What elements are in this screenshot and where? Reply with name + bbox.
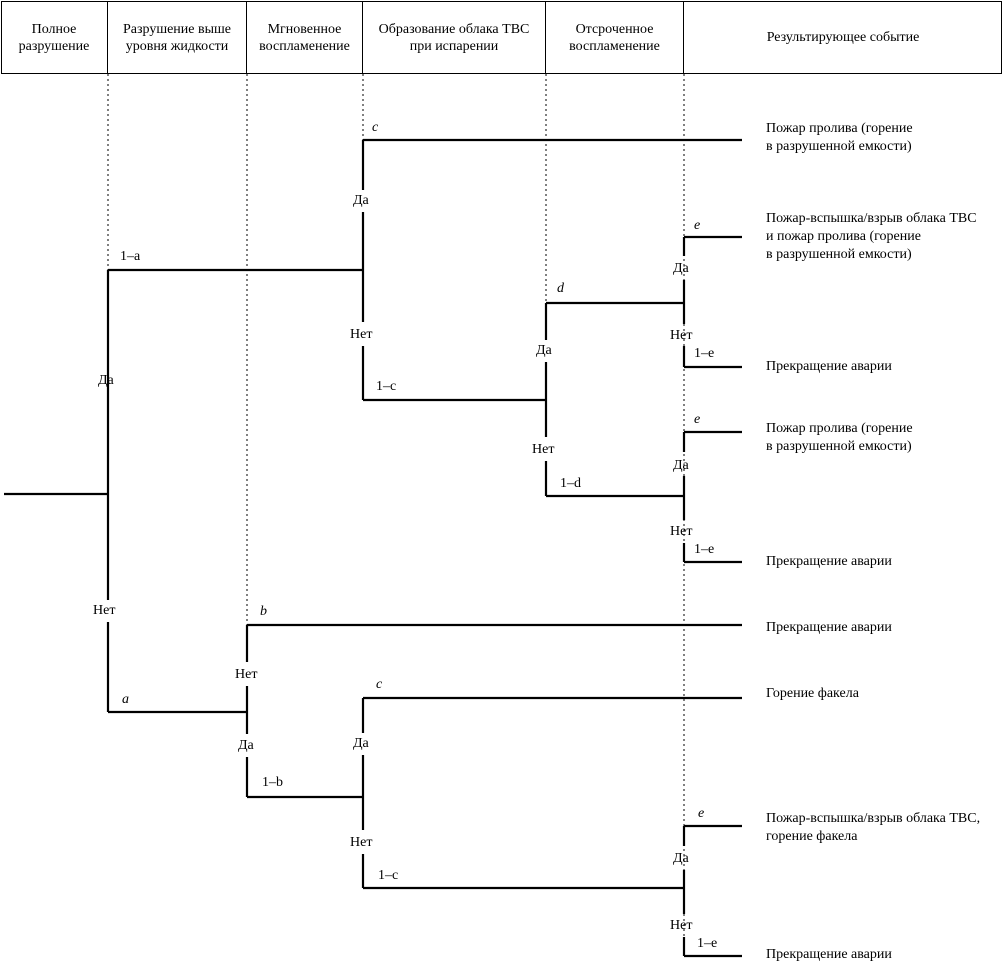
label-yes: Да: [673, 458, 689, 473]
outcome-accident-stop: Прекращение аварии: [766, 947, 892, 962]
prob-1-e: 1–e: [694, 346, 715, 361]
outcome-pool-fire: Пожар пролива (горение в разрушенной емк…: [766, 421, 913, 454]
prob-e: e: [698, 806, 705, 821]
label-no: Нет: [670, 328, 693, 343]
label-yes: Да: [536, 343, 552, 358]
prob-1-c: 1–c: [376, 379, 397, 394]
outcome-jet-fire: Горение факела: [766, 686, 859, 701]
outcome-accident-stop: Прекращение аварии: [766, 359, 892, 374]
prob-e: e: [694, 412, 701, 427]
header-table: [1, 1, 1002, 74]
label-no: Нет: [350, 327, 373, 342]
label-yes: Да: [353, 193, 369, 208]
prob-1-e: 1–e: [694, 542, 715, 557]
prob-c: c: [376, 677, 383, 692]
header-col-instant-ignition: Мгновенное воспламенение: [247, 2, 363, 73]
outcome-accident-stop: Прекращение аварии: [766, 620, 892, 635]
prob-b: b: [260, 604, 267, 619]
outcome-flash-fire-and-pool-fire: Пожар-вспышка/взрыв облака ТВС и пожар п…: [766, 211, 977, 262]
prob-1-a: 1–a: [120, 249, 141, 264]
label-yes: Да: [353, 736, 369, 751]
prob-c: c: [372, 120, 379, 135]
prob-a: a: [122, 692, 129, 707]
header-col-above-liquid: Разрушение выше уровня жидкости: [108, 2, 247, 73]
prob-1-e: 1–e: [697, 936, 718, 951]
label-no: Нет: [93, 603, 116, 618]
label-no: Нет: [350, 835, 373, 850]
outcome-flash-fire-and-jet-fire: Пожар-вспышка/взрыв облака ТВС, горение …: [766, 811, 981, 844]
prob-1-b: 1–b: [262, 775, 283, 790]
header-col-result-event: Результирующее событие: [766, 30, 920, 45]
label-yes: Да: [238, 738, 254, 753]
outcome-accident-stop: Прекращение аварии: [766, 554, 892, 569]
label-no: Нет: [235, 667, 258, 682]
label-yes: Да: [673, 261, 689, 276]
prob-1-d: 1–d: [560, 476, 581, 491]
label-no: Нет: [670, 524, 693, 539]
label-no: Нет: [532, 442, 555, 457]
prob-1-c: 1–c: [378, 868, 399, 883]
label-no: Нет: [670, 918, 693, 933]
header-col-cloud-formation: Образование облака ТВС при испарении: [363, 2, 546, 73]
header-col-delayed-ignition: Отсроченное воспламенение: [546, 2, 684, 73]
label-yes: Да: [673, 851, 689, 866]
prob-d: d: [557, 281, 564, 296]
prob-e: e: [694, 218, 701, 233]
header-col-full-rupture: Полное разрушение: [1, 2, 108, 73]
outcome-pool-fire: Пожар пролива (горение в разрушенной емк…: [766, 121, 913, 154]
label-yes: Да: [98, 373, 114, 388]
